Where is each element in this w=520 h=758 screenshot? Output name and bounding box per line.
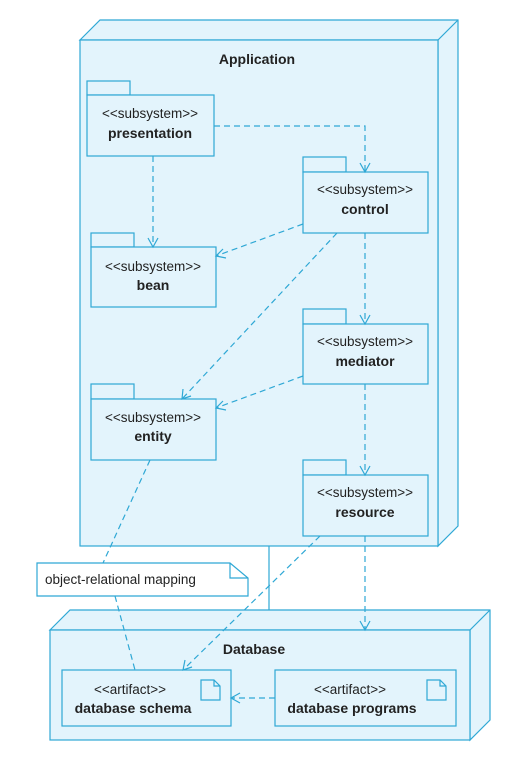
dependency-presentation-control [214, 125, 371, 174]
dependency-control-bean [214, 223, 304, 259]
artifact-stereotype: <<artifact>> [314, 682, 386, 697]
document-icon [200, 679, 221, 701]
note-anchor-schema [114, 595, 136, 671]
database-title: Database [223, 641, 285, 657]
dependency-control-mediator [359, 233, 371, 326]
subsystem-resource: <<subsystem>> resource [302, 459, 429, 537]
subsystem-name-entity: entity [134, 428, 172, 444]
subsystem-stereotype: <<subsystem>> [317, 485, 413, 500]
subsystem-stereotype: <<subsystem>> [317, 334, 413, 349]
subsystem-name-control: control [341, 201, 388, 217]
artifact-name-schema: database schema [75, 700, 192, 716]
artifact-database-programs: <<artifact>> database programs [274, 669, 457, 727]
subsystem-name-bean: bean [137, 277, 170, 293]
artifact-database-schema: <<artifact>> database schema [61, 669, 232, 727]
subsystem-stereotype: <<subsystem>> [317, 182, 413, 197]
subsystem-entity: <<subsystem>> entity [90, 383, 217, 461]
dependency-presentation-bean [147, 156, 159, 249]
subsystem-control: <<subsystem>> control [302, 156, 429, 234]
note-object-relational-mapping: object-relational mapping [36, 562, 249, 597]
subsystem-presentation: <<subsystem>> presentation [86, 80, 215, 157]
subsystem-name-mediator: mediator [335, 353, 395, 369]
dependency-resource-schema [182, 535, 321, 671]
dependency-programs-schema [229, 692, 275, 704]
dependency-control-entity [181, 232, 338, 400]
subsystem-bean: <<subsystem>> bean [90, 232, 217, 308]
document-icon [426, 679, 447, 701]
subsystem-stereotype: <<subsystem>> [105, 259, 201, 274]
subsystem-name-presentation: presentation [108, 125, 192, 141]
subsystem-name-resource: resource [335, 504, 394, 520]
note-anchor-entity [102, 459, 151, 564]
dependency-mediator-resource [359, 384, 371, 477]
subsystem-mediator: <<subsystem>> mediator [302, 308, 429, 385]
artifact-name-programs: database programs [287, 700, 416, 716]
note-text: object-relational mapping [45, 572, 196, 587]
application-title: Application [219, 51, 295, 67]
subsystem-stereotype: <<subsystem>> [102, 106, 198, 121]
subsystem-stereotype: <<subsystem>> [105, 410, 201, 425]
artifact-stereotype: <<artifact>> [94, 682, 166, 697]
dependency-resource-database [359, 536, 371, 632]
dependency-mediator-entity [214, 375, 304, 411]
